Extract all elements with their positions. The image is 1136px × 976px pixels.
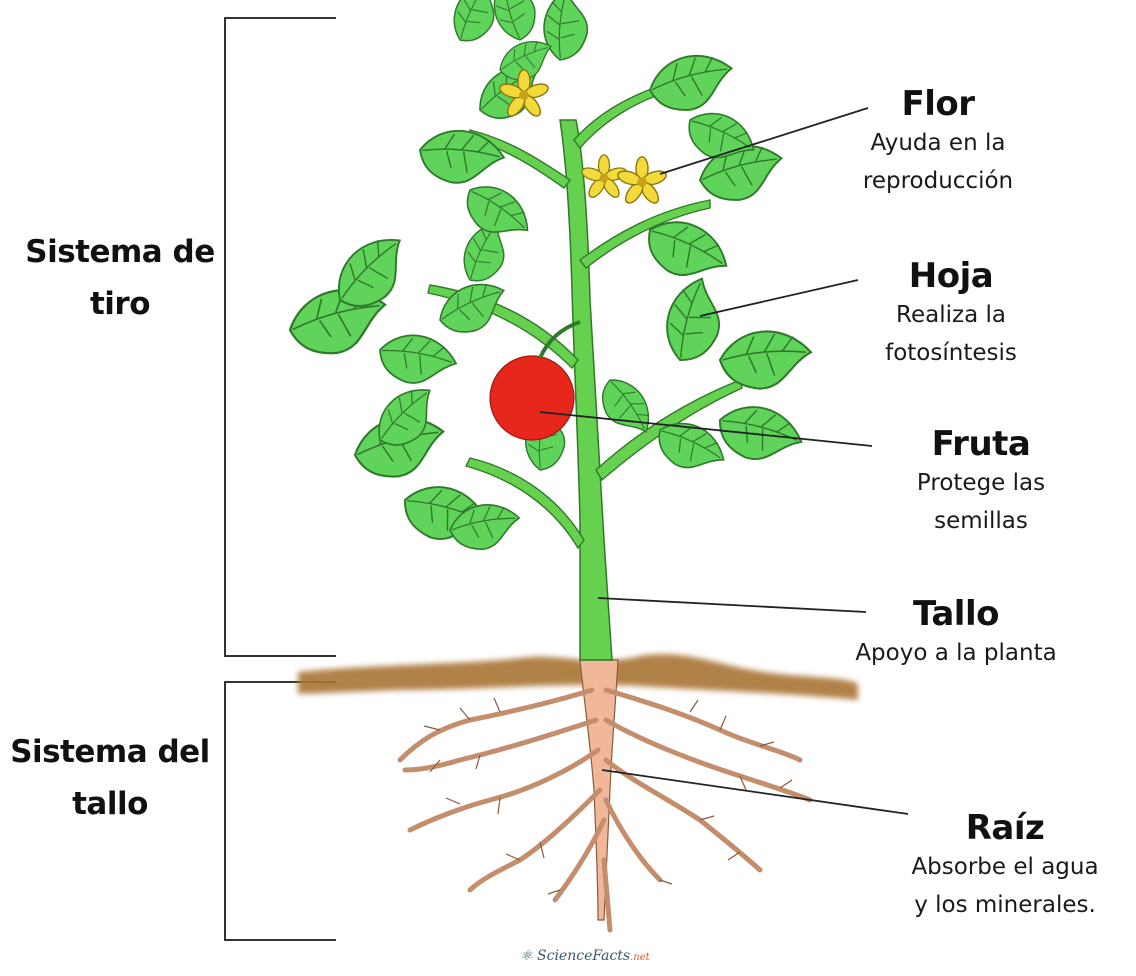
root-desc-1: Absorbe el agua: [880, 848, 1130, 886]
stem-desc-1: Apoyo a la planta: [820, 634, 1092, 672]
flower-desc-2: reproducción: [836, 162, 1040, 200]
flower-desc-1: Ayuda en la: [836, 124, 1040, 162]
shoot-system-line2: tiro: [20, 278, 220, 330]
fruit-label: Fruta Protege las semillas: [886, 424, 1076, 540]
stem-title: Tallo: [820, 594, 1092, 634]
root-system-line1: Sistema del: [4, 726, 216, 778]
root-system-label: Sistema del tallo: [4, 726, 216, 830]
stem-label: Tallo Apoyo a la planta: [820, 594, 1092, 672]
watermark-brand: ScienceFacts: [537, 948, 630, 964]
leaves: [285, 0, 811, 554]
flower-label: Flor Ayuda en la reproducción: [836, 84, 1040, 200]
watermark-ext: .net: [630, 952, 650, 963]
fruit-desc-1: Protege las: [886, 464, 1076, 502]
shoot-system-label: Sistema de tiro: [20, 226, 220, 330]
flower-title: Flor: [836, 84, 1040, 124]
sciencefacts-watermark: ⚛ ScienceFacts.net: [520, 948, 650, 964]
root-title: Raíz: [880, 808, 1130, 848]
leaf-label: Hoja Realiza la fotosíntesis: [856, 256, 1046, 372]
root-system-bracket: [225, 682, 336, 940]
root-label: Raíz Absorbe el agua y los minerales.: [880, 808, 1130, 924]
leaf-desc-2: fotosíntesis: [856, 334, 1046, 372]
root-desc-2: y los minerales.: [880, 886, 1130, 924]
fruit-title: Fruta: [886, 424, 1076, 464]
leaf-desc-1: Realiza la: [856, 296, 1046, 334]
fruit-desc-2: semillas: [886, 502, 1076, 540]
atom-icon: ⚛: [520, 948, 533, 964]
shoot-system-line1: Sistema de: [20, 226, 220, 278]
fruit-tomato: [490, 322, 580, 440]
leaf-title: Hoja: [856, 256, 1046, 296]
root-system-line2: tallo: [4, 778, 216, 830]
